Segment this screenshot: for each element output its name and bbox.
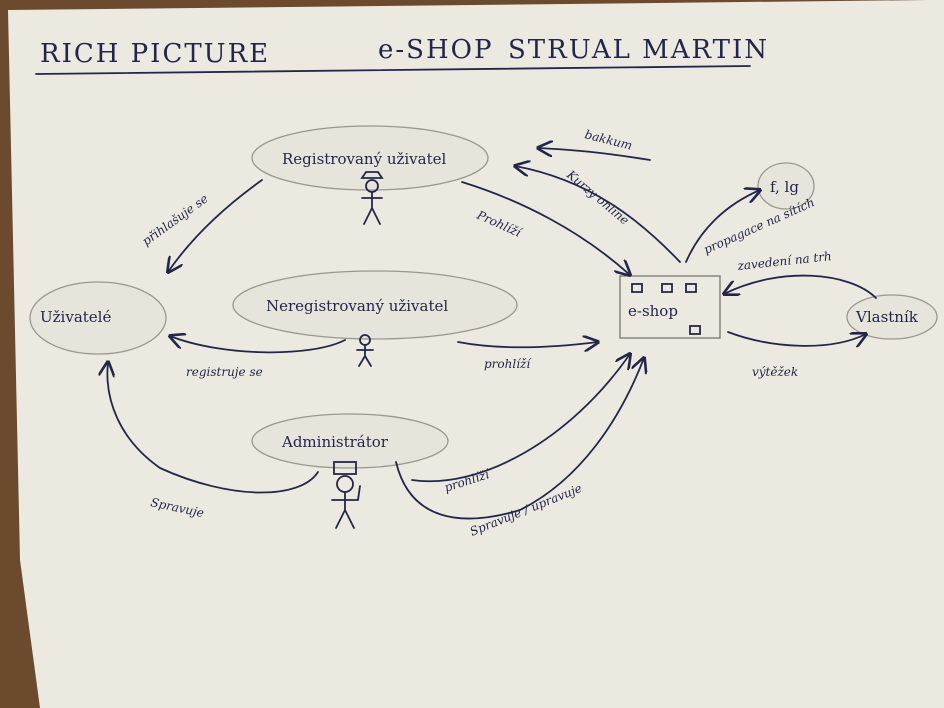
fig-label: f, lg <box>770 178 799 196</box>
edge-prohlizi-admin <box>411 354 630 483</box>
administrator-ellipse <box>251 413 449 469</box>
paper-sheet <box>8 0 944 708</box>
author: STRUAL MARTIN <box>508 35 769 65</box>
unregistered-user-figure <box>356 334 374 367</box>
label-prohlizi-unreg: prohlíží <box>484 357 532 371</box>
edge-registruje <box>170 336 346 354</box>
eshop-label: e-shop <box>628 302 678 320</box>
edge-prihlasuje <box>168 179 263 272</box>
subtitle: e-SHOP <box>378 35 493 65</box>
registered-user-ellipse <box>251 125 489 191</box>
label-vytezek: výtěžek <box>752 365 798 379</box>
users-ellipse <box>29 281 167 355</box>
administrator-figure <box>331 461 361 529</box>
unregistered-user-ellipse <box>232 270 518 340</box>
edge-bakkum <box>538 148 651 161</box>
administrator-label: Administrátor <box>281 433 389 451</box>
edge-spravuje-users <box>107 362 319 494</box>
edge-prohlizi-reg <box>461 181 630 275</box>
fig-ellipse <box>757 162 815 210</box>
eshop-box <box>619 275 721 339</box>
users-label: Uživatelé <box>40 308 111 326</box>
title-block: RICH PICTURE e-SHOP STRUAL MARTIN <box>35 35 769 75</box>
owner-ellipse <box>846 294 938 340</box>
edge-zavedeni <box>724 274 877 299</box>
registered-user-figure <box>360 171 384 225</box>
label-registruje: registruje se <box>186 365 263 379</box>
registered-user-label: Registrovaný uživatel <box>282 150 446 168</box>
edge-kurzy-online <box>515 166 681 263</box>
edge-prohlizi-unreg <box>457 342 598 347</box>
edge-spravuje-eshop <box>395 358 644 520</box>
title-underline <box>35 65 751 75</box>
edge-vytezek <box>727 331 866 346</box>
unregistered-user-label: Neregistrovaný uživatel <box>266 297 448 315</box>
owner-label: Vlastník <box>855 308 919 326</box>
edge-propagace <box>685 190 760 263</box>
title: RICH PICTURE <box>40 39 270 69</box>
